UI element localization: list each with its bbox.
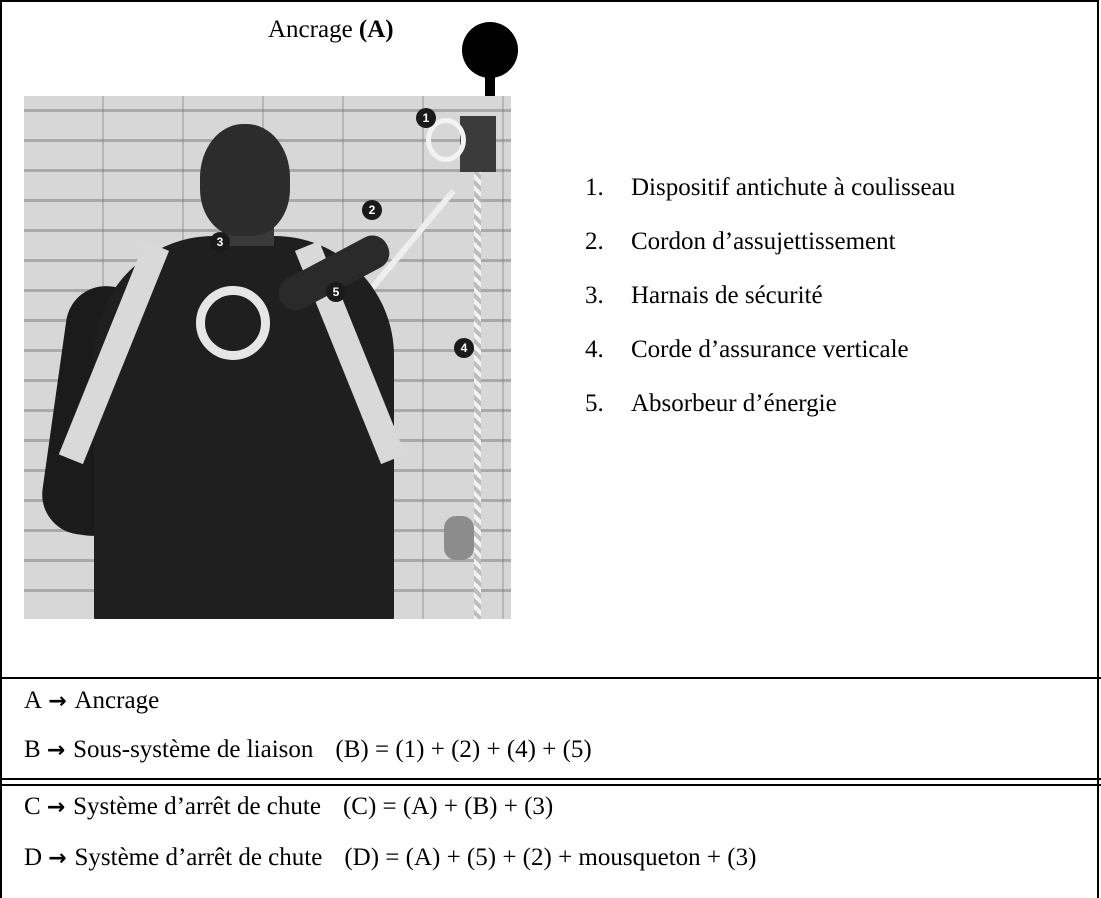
divider — [0, 677, 1101, 679]
row-letter: C — [24, 793, 41, 820]
harness-ring — [196, 286, 270, 360]
vertical-lifeline — [474, 156, 481, 619]
badge-3: 3 — [210, 232, 230, 252]
fall-protection-photo: 1 2 3 4 5 — [24, 96, 511, 619]
arrow-right-icon: → — [46, 795, 66, 820]
badge-4: 4 — [454, 338, 474, 358]
badge-5: 5 — [326, 282, 346, 302]
row-text: Système d’arrêt de chute — [74, 844, 323, 871]
badge-1: 1 — [416, 108, 436, 128]
divider — [0, 778, 1101, 780]
person-hand — [444, 516, 474, 560]
row-letter: A — [24, 687, 43, 714]
anchor-title-text: Ancrage — [268, 16, 353, 43]
row-formula: (C) = (A) + (B) + (3) — [342, 793, 554, 820]
row-formula: (B) = (1) + (2) + (4) + (5) — [335, 736, 592, 763]
row-text: Système d’arrêt de chute — [73, 793, 321, 820]
row-letter: D — [24, 844, 43, 871]
fall-arrester-device — [460, 116, 496, 172]
row-text: Sous-système de liaison — [73, 736, 314, 763]
figure-area: Ancrage (A) 1 2 3 4 5 1.Dispositif antic… — [24, 16, 955, 619]
legend-item: 2.Cordon d’assujettissement — [585, 228, 896, 255]
arrow-right-icon: → — [46, 738, 66, 763]
anchor-point-icon — [462, 22, 518, 78]
anchor-title-label: (A) — [358, 16, 394, 43]
divider — [0, 784, 1101, 786]
legend-item: 5.Absorbeur d’énergie — [585, 390, 837, 417]
legend-item: 3.Harnais de sécurité — [585, 282, 823, 309]
person-head — [200, 124, 290, 236]
row-letter: B — [24, 736, 41, 763]
arrow-right-icon: → — [48, 689, 67, 714]
row-text: Ancrage — [74, 687, 160, 714]
component-legend: 1.Dispositif antichute à coulisseau 2.Co… — [585, 174, 955, 444]
legend-item: 4.Corde d’assurance verticale — [585, 336, 909, 363]
carabiner — [426, 118, 466, 162]
arrow-right-icon: → — [48, 846, 67, 871]
badge-2: 2 — [362, 200, 382, 220]
anchor-title: Ancrage (A) — [268, 16, 394, 44]
legend-item: 1.Dispositif antichute à coulisseau — [585, 174, 956, 201]
row-formula: (D) = (A) + (5) + (2) + mousqueton + (3) — [344, 844, 757, 871]
